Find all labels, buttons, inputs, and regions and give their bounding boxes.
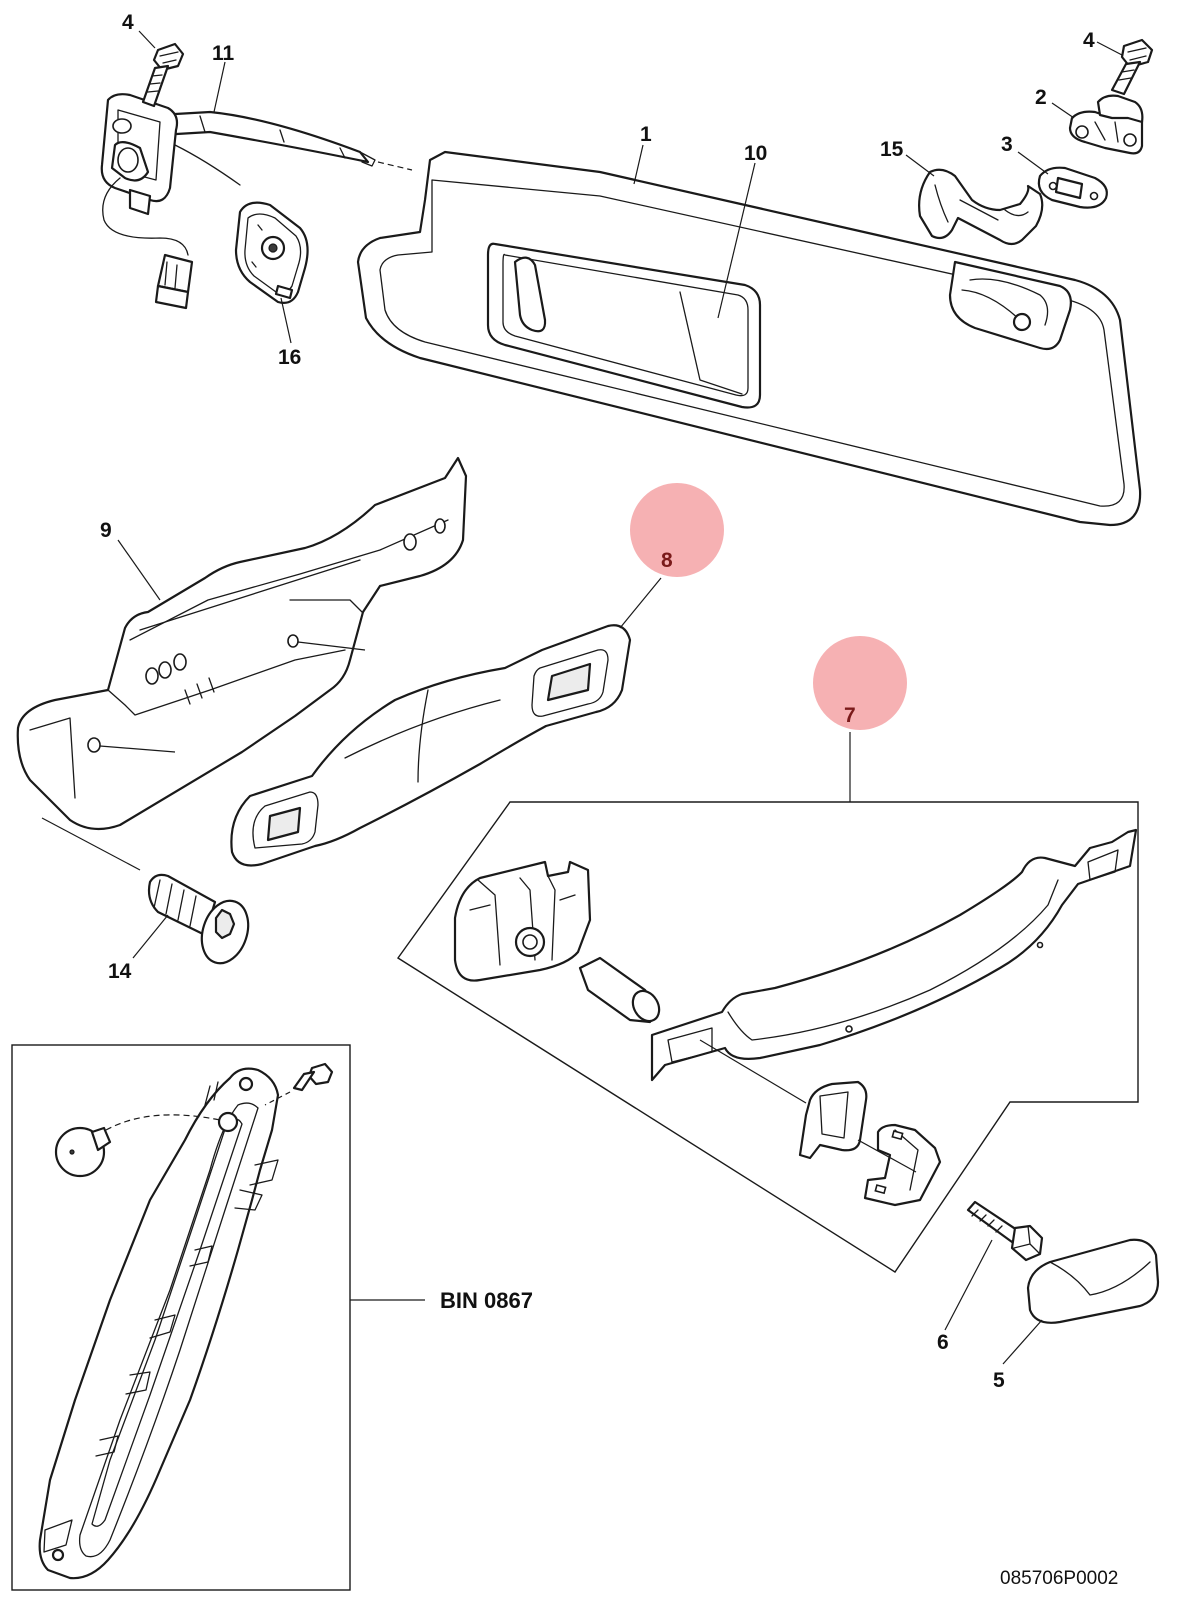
callout-11: 11: [212, 42, 235, 65]
leader-lines: [41, 30, 1123, 1365]
sun-visor-part-1[interactable]: [356, 150, 1142, 527]
inset-alternative-handle[interactable]: [11, 1044, 425, 1591]
clip-part-2[interactable]: [1068, 94, 1144, 155]
callout-7: 7: [844, 704, 856, 727]
highlight-marker-8: [630, 483, 724, 577]
hook-part-15[interactable]: [918, 168, 1044, 246]
callout-14: 14: [108, 960, 132, 983]
screw-part-4-left[interactable]: [141, 42, 185, 108]
inset-label: BIN 0867: [440, 1288, 533, 1313]
highlight-marker-7: [813, 636, 907, 730]
drawing-id: 085706P0002: [1000, 1568, 1118, 1589]
callout-6: 6: [937, 1331, 949, 1354]
callout-2: 2: [1035, 86, 1047, 109]
grab-handle-assembly-part-7[interactable]: [396, 801, 1139, 1273]
callout-3: 3: [1001, 133, 1013, 156]
cover-part-16[interactable]: [234, 201, 309, 304]
callout-8: 8: [661, 549, 673, 572]
gasket-part-8[interactable]: [230, 624, 632, 867]
visor-pivot-rod-part-11[interactable]: [100, 93, 413, 310]
vanity-mirror-part-10[interactable]: [486, 242, 762, 409]
plate-part-3[interactable]: [1037, 166, 1108, 209]
callout-4-right: 4: [1083, 29, 1095, 52]
callout-4-left: 4: [122, 11, 134, 34]
callout-5: 5: [993, 1369, 1005, 1392]
callout-9: 9: [100, 519, 112, 542]
bracket-part-9[interactable]: [16, 456, 468, 831]
bolt-part-6[interactable]: [966, 1200, 1044, 1262]
cap-part-5[interactable]: [1026, 1238, 1160, 1324]
callout-10: 10: [744, 142, 767, 165]
screw-part-4-right[interactable]: [1110, 38, 1154, 96]
callout-15: 15: [880, 138, 904, 161]
callout-16: 16: [278, 346, 301, 369]
screw-part-14[interactable]: [147, 873, 256, 969]
callout-1: 1: [640, 123, 652, 146]
